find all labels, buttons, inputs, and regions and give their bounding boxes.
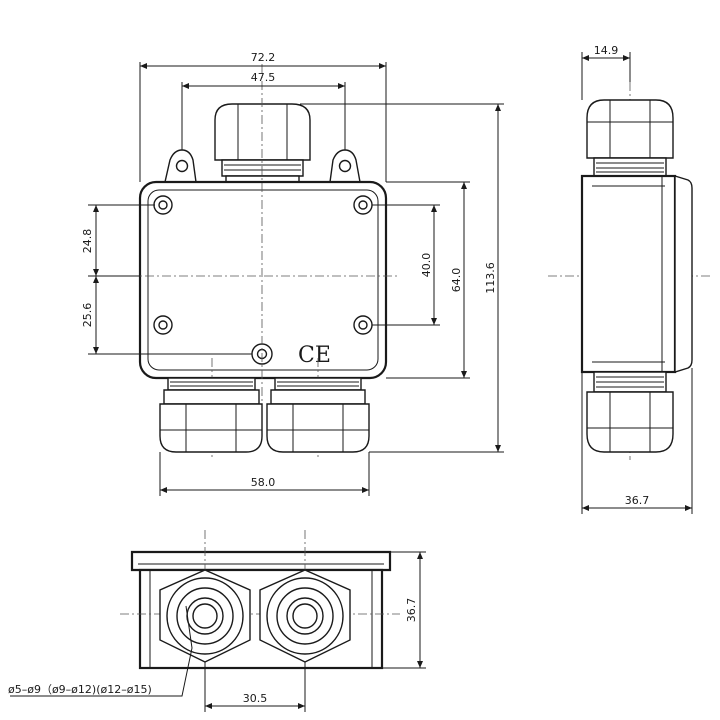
dim-gland-width: 14.9 — [594, 44, 619, 57]
top-cable-gland — [214, 103, 311, 187]
dim-gland-spacing: 30.5 — [243, 692, 268, 705]
dim-overall-width: 72.2 — [251, 51, 276, 64]
dim-overall-height: 113.6 — [484, 262, 497, 294]
dim-box-height: 64.0 — [450, 268, 463, 293]
box-outline — [138, 180, 388, 380]
lower-left-cable-gland — [159, 377, 263, 453]
cable-range-note: ø5–ø9（ø9–ø12)(ø12–ø15) — [8, 683, 152, 696]
front-view: 36.7 30.5 ø5–ø9（ø9–ø12)(ø12–ø15) — [8, 530, 426, 712]
dim-upper-offset: 24.8 — [81, 229, 94, 254]
side-body — [580, 174, 677, 374]
dim-lower-offset: 25.6 — [81, 303, 94, 328]
lower-right-cable-gland — [266, 377, 370, 453]
dim-bottom-width: 58.0 — [251, 476, 276, 489]
dim-front-height: 36.7 — [405, 598, 418, 623]
front-lid — [130, 550, 392, 572]
dim-hole-pitch-vertical: 40.0 — [420, 253, 433, 278]
top-view: CE 72.2 — [81, 51, 504, 496]
screw-hole — [153, 315, 173, 335]
front-right-gland — [259, 569, 351, 663]
dim-side-depth: 36.7 — [625, 494, 650, 507]
ce-mark: CE — [298, 343, 331, 368]
side-view: 14.9 36.7 — [548, 44, 712, 514]
dim-hole-spacing: 47.5 — [251, 71, 276, 84]
